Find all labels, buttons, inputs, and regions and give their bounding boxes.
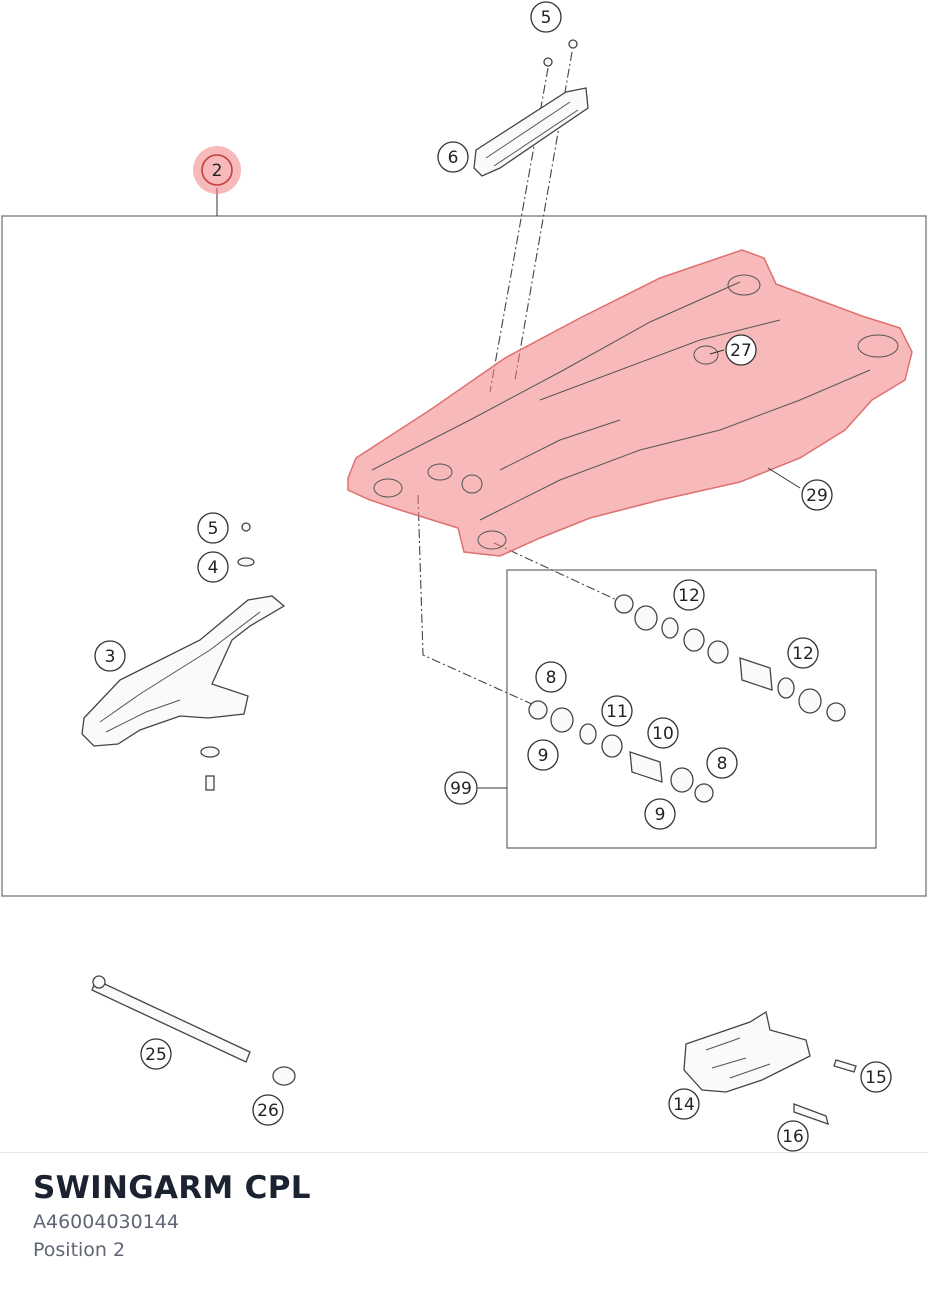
svg-text:2: 2 (212, 161, 223, 181)
callout-11[interactable]: 11 (601, 695, 633, 727)
callout-5-lower[interactable]: 5 (197, 512, 229, 544)
svg-text:27: 27 (730, 341, 752, 361)
svg-text:12: 12 (792, 644, 814, 664)
part-position: Position 2 (33, 1239, 126, 1261)
callout-9-left[interactable]: 9 (527, 739, 559, 771)
svg-text:8: 8 (546, 668, 557, 688)
callout-10[interactable]: 10 (647, 717, 679, 749)
callout-29[interactable]: 29 (801, 479, 833, 511)
svg-text:99: 99 (450, 779, 472, 799)
callout-8-left[interactable]: 8 (535, 661, 567, 693)
svg-text:6: 6 (448, 148, 459, 168)
section-divider (0, 1152, 928, 1153)
bearing-kit-frame (506, 569, 877, 849)
svg-text:10: 10 (652, 724, 674, 744)
svg-text:14: 14 (673, 1095, 695, 1115)
svg-text:5: 5 (541, 8, 552, 28)
svg-text:26: 26 (257, 1101, 279, 1121)
callout-26[interactable]: 26 (252, 1094, 284, 1126)
callout-9-right[interactable]: 9 (644, 798, 676, 830)
svg-text:25: 25 (145, 1045, 167, 1065)
callout-99[interactable]: 99 (444, 771, 478, 805)
callout-5-top[interactable]: 5 (530, 1, 562, 33)
swingarm-axle[interactable] (91, 975, 296, 1086)
callout-27[interactable]: 27 (725, 334, 757, 366)
bearing-kit-parts[interactable] (528, 594, 846, 803)
svg-text:9: 9 (655, 805, 666, 825)
svg-text:16: 16 (782, 1127, 804, 1147)
svg-text:8: 8 (717, 754, 728, 774)
svg-text:9: 9 (538, 746, 549, 766)
exploded-parts-diagram: 2 3 4 5 5 6 8 8 9 9 10 11 12 12 14 15 16… (1, 1, 927, 1152)
callout-3[interactable]: 3 (94, 640, 126, 672)
callout-15[interactable]: 15 (860, 1061, 892, 1093)
svg-text:15: 15 (865, 1068, 887, 1088)
callout-12-right[interactable]: 12 (787, 637, 819, 669)
callout-14[interactable]: 14 (668, 1088, 700, 1120)
callout-8-right[interactable]: 8 (706, 747, 738, 779)
callout-2[interactable]: 2 (193, 146, 241, 194)
svg-text:12: 12 (678, 586, 700, 606)
svg-text:5: 5 (208, 519, 219, 539)
swingarm-highlighted[interactable] (347, 249, 913, 557)
svg-text:29: 29 (806, 486, 828, 506)
svg-text:3: 3 (105, 647, 116, 667)
part-number: A46004030144 (33, 1211, 179, 1233)
chain-guide[interactable] (683, 1010, 857, 1126)
callout-4[interactable]: 4 (197, 551, 229, 583)
callout-6[interactable]: 6 (437, 141, 469, 173)
chain-slider-lower[interactable] (81, 522, 286, 791)
callout-25[interactable]: 25 (140, 1038, 172, 1070)
svg-text:11: 11 (606, 702, 628, 722)
assembly-frame (1, 215, 927, 897)
callout-12-top[interactable]: 12 (673, 579, 705, 611)
part-title: SWINGARM CPL (33, 1170, 311, 1206)
part-info: SWINGARM CPL A46004030144 Position 2 (33, 1168, 893, 1264)
chain-slider-top[interactable] (473, 39, 589, 177)
callout-16[interactable]: 16 (777, 1120, 809, 1152)
svg-text:4: 4 (208, 558, 219, 578)
